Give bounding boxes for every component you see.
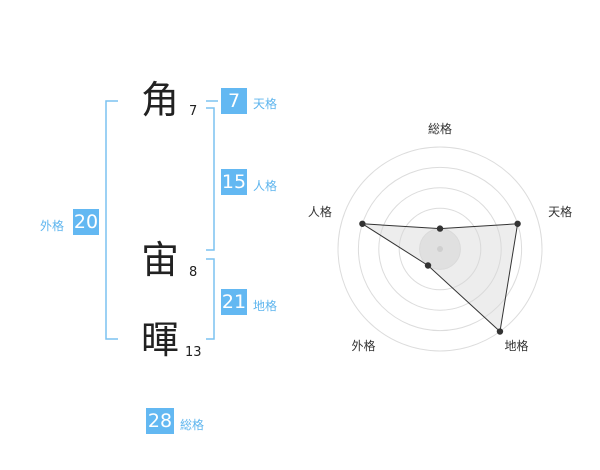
radar-point-5 — [359, 220, 366, 227]
radar-point-2 — [514, 220, 521, 227]
tenkaku-value: 7 — [221, 88, 247, 114]
radar-point-3 — [496, 328, 504, 335]
radar-grid-ring-3 — [378, 187, 502, 311]
gaikaku-label: 外格 — [40, 219, 65, 233]
tenkaku-label: 天格 — [253, 97, 278, 111]
chikaku-bracket — [206, 258, 215, 340]
radar-axis-label-3: 地格 — [505, 338, 529, 353]
radar-axis-label-5: 人格 — [308, 204, 332, 219]
name-char-1: 角 — [141, 78, 180, 122]
name-char-3: 暉 — [141, 318, 180, 362]
radar-axis-label-1: 総格 — [428, 121, 452, 136]
jinkaku-value: 15 — [221, 169, 247, 195]
radar-grid-ring-1 — [337, 146, 543, 352]
radar-center — [437, 246, 443, 252]
radar-axis-label-4: 外格 — [351, 338, 375, 353]
name-char-1-strokes: 7 — [189, 104, 198, 119]
name-char-2-strokes: 8 — [189, 265, 198, 280]
soukaku-label: 総格 — [180, 418, 205, 432]
gaikaku-value: 20 — [73, 209, 99, 235]
radar-point-4 — [424, 262, 432, 269]
radar-point-1 — [436, 225, 444, 232]
radar-grid-ring-2 — [357, 166, 523, 332]
chikaku-label: 地格 — [253, 299, 278, 313]
jinkaku-bracket — [206, 107, 215, 251]
radar-grid-ring-4 — [398, 207, 482, 291]
soukaku-value: 28 — [146, 408, 174, 434]
chikaku-value: 21 — [221, 289, 247, 315]
radar-axis-label-2: 天格 — [548, 204, 572, 219]
name-char-3-strokes: 13 — [185, 345, 202, 360]
jinkaku-label: 人格 — [253, 179, 278, 193]
radar-series-area — [362, 223, 519, 333]
name-char-2: 宙 — [141, 238, 180, 282]
gaikaku-bracket — [105, 100, 118, 340]
